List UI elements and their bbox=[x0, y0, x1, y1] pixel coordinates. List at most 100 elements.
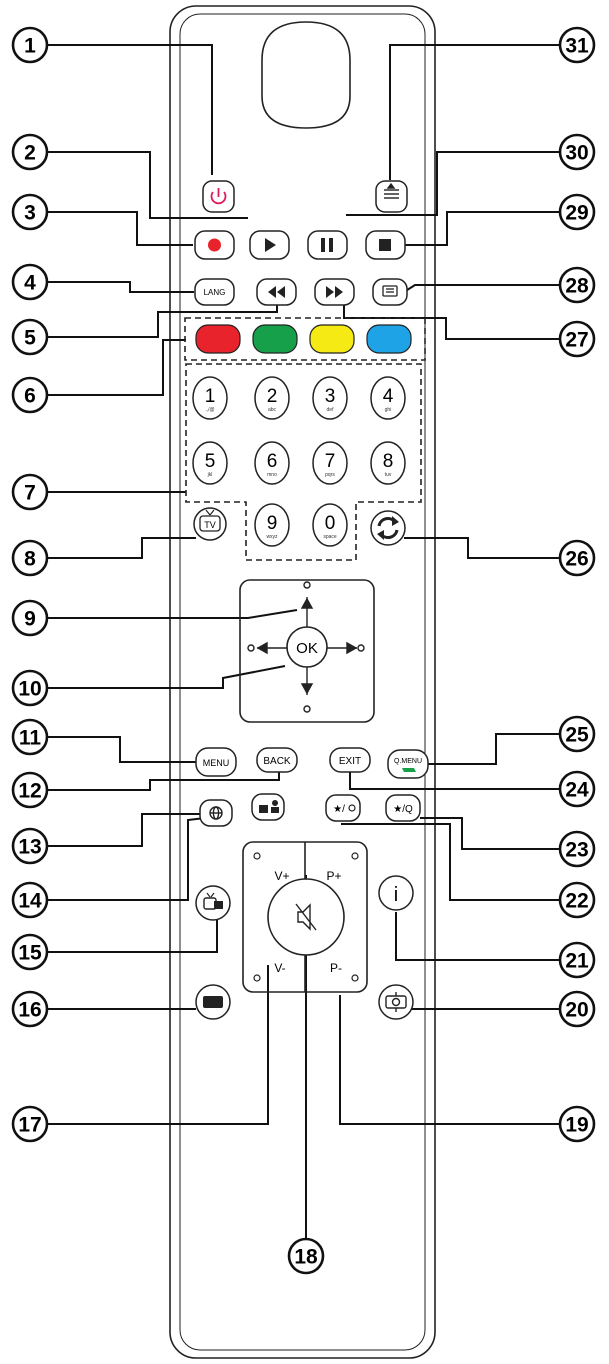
callout-number: 28 bbox=[565, 275, 589, 298]
key-letters: mno bbox=[267, 472, 277, 478]
callout-number: 11 bbox=[19, 727, 42, 750]
ok-button[interactable]: OK bbox=[286, 626, 328, 668]
number-key-1[interactable]: 1.,/@ bbox=[192, 376, 228, 420]
tv-label: TV bbox=[204, 520, 216, 530]
callout-number: 29 bbox=[565, 202, 588, 225]
ir-window bbox=[261, 21, 351, 129]
dashed-groups bbox=[184, 317, 426, 561]
source-icon bbox=[203, 892, 223, 910]
tv-button[interactable]: TV bbox=[193, 507, 227, 541]
exit-label: EXIT bbox=[339, 756, 361, 767]
key-letters: abc bbox=[268, 407, 277, 413]
favourite-search-label: ★/Q bbox=[393, 804, 413, 815]
pad-corner-dots bbox=[253, 852, 359, 982]
key-letters: ghi bbox=[385, 407, 392, 413]
lang-button[interactable]: LANG bbox=[194, 278, 235, 306]
volume-down-button[interactable]: V- bbox=[274, 961, 285, 975]
right-arrow-button[interactable] bbox=[346, 641, 358, 655]
key-digit: 4 bbox=[383, 386, 394, 407]
key-digit: 3 bbox=[325, 386, 336, 407]
menu-button[interactable]: MENU bbox=[195, 747, 237, 777]
power-icon bbox=[210, 188, 227, 205]
callout-23: 23 bbox=[558, 830, 596, 868]
leader-lines bbox=[45, 44, 575, 1238]
callout-number: 8 bbox=[24, 548, 36, 571]
callout-15: 15 bbox=[11, 933, 49, 971]
program-up-button[interactable]: P+ bbox=[326, 869, 341, 883]
navigation-arrows bbox=[247, 581, 365, 713]
key-digit: 9 bbox=[267, 513, 278, 534]
key-letters: wxyz bbox=[266, 534, 278, 540]
program-down-button[interactable]: P- bbox=[330, 961, 342, 975]
green-button[interactable] bbox=[252, 324, 298, 354]
text-button[interactable] bbox=[375, 180, 408, 213]
key-letters: def bbox=[327, 407, 335, 413]
callout-28: 28 bbox=[558, 266, 596, 304]
callout-number: 1 bbox=[24, 35, 36, 58]
rewind-button[interactable] bbox=[256, 278, 297, 306]
key-letters: jkl bbox=[207, 472, 213, 478]
callout-10: 10 bbox=[11, 669, 49, 707]
record-button[interactable] bbox=[194, 230, 235, 260]
fast-forward-button[interactable] bbox=[314, 278, 355, 306]
mute-button[interactable] bbox=[267, 878, 345, 956]
callout-16: 16 bbox=[11, 990, 49, 1028]
callout-number: 20 bbox=[565, 999, 588, 1022]
callout-number: 2 bbox=[24, 142, 36, 165]
back-button[interactable]: BACK bbox=[256, 747, 298, 773]
callout-27: 27 bbox=[558, 320, 596, 358]
internet-button[interactable] bbox=[199, 799, 233, 827]
callout-25: 25 bbox=[558, 715, 596, 753]
qmenu-label: Q.MENU bbox=[394, 758, 422, 765]
remote-body bbox=[169, 5, 436, 1359]
key-digit: 1 bbox=[205, 386, 216, 407]
callout-number: 5 bbox=[24, 327, 36, 350]
callout-1: 1 bbox=[11, 26, 49, 64]
exit-button[interactable]: EXIT bbox=[329, 747, 371, 773]
yellow-button[interactable] bbox=[309, 324, 355, 354]
screen-mode-button[interactable] bbox=[195, 984, 231, 1020]
callout-17: 17 bbox=[11, 1105, 49, 1143]
blue-button[interactable] bbox=[366, 324, 412, 354]
picture-mode-button[interactable] bbox=[378, 984, 414, 1020]
left-arrow-button[interactable] bbox=[256, 641, 268, 655]
key-letters: tuv bbox=[385, 472, 392, 478]
callout-24: 24 bbox=[558, 770, 596, 808]
screen-mode-icon bbox=[203, 996, 223, 1008]
key-digit: 6 bbox=[267, 451, 278, 472]
favourite-search-button[interactable]: ★/Q bbox=[385, 794, 421, 822]
info-button[interactable]: i bbox=[378, 875, 414, 911]
lang-label: LANG bbox=[204, 288, 226, 297]
favourite-button[interactable]: ★/ bbox=[325, 794, 361, 822]
mute-icon bbox=[295, 903, 317, 931]
rewind-icon bbox=[268, 286, 285, 298]
callout-13: 13 bbox=[11, 827, 49, 865]
back-label: BACK bbox=[263, 756, 291, 767]
red-button[interactable] bbox=[195, 324, 241, 354]
media-button[interactable] bbox=[251, 793, 285, 821]
power-button[interactable] bbox=[202, 180, 235, 213]
key-digit: 5 bbox=[205, 451, 216, 472]
callout-number: 23 bbox=[565, 839, 588, 862]
source-button[interactable] bbox=[195, 885, 231, 921]
stop-button[interactable] bbox=[365, 230, 406, 260]
swap-button[interactable] bbox=[370, 510, 406, 546]
callout-14: 14 bbox=[11, 881, 49, 919]
callout-12: 12 bbox=[11, 771, 49, 809]
qmenu-button[interactable]: Q.MENU bbox=[387, 749, 429, 779]
down-arrow-button[interactable] bbox=[300, 683, 314, 695]
pause-button[interactable] bbox=[307, 230, 348, 260]
volume-up-button[interactable]: V+ bbox=[274, 869, 289, 883]
up-arrow-button[interactable] bbox=[300, 597, 314, 609]
subtitle-button[interactable] bbox=[372, 278, 408, 306]
play-button[interactable] bbox=[249, 230, 290, 260]
